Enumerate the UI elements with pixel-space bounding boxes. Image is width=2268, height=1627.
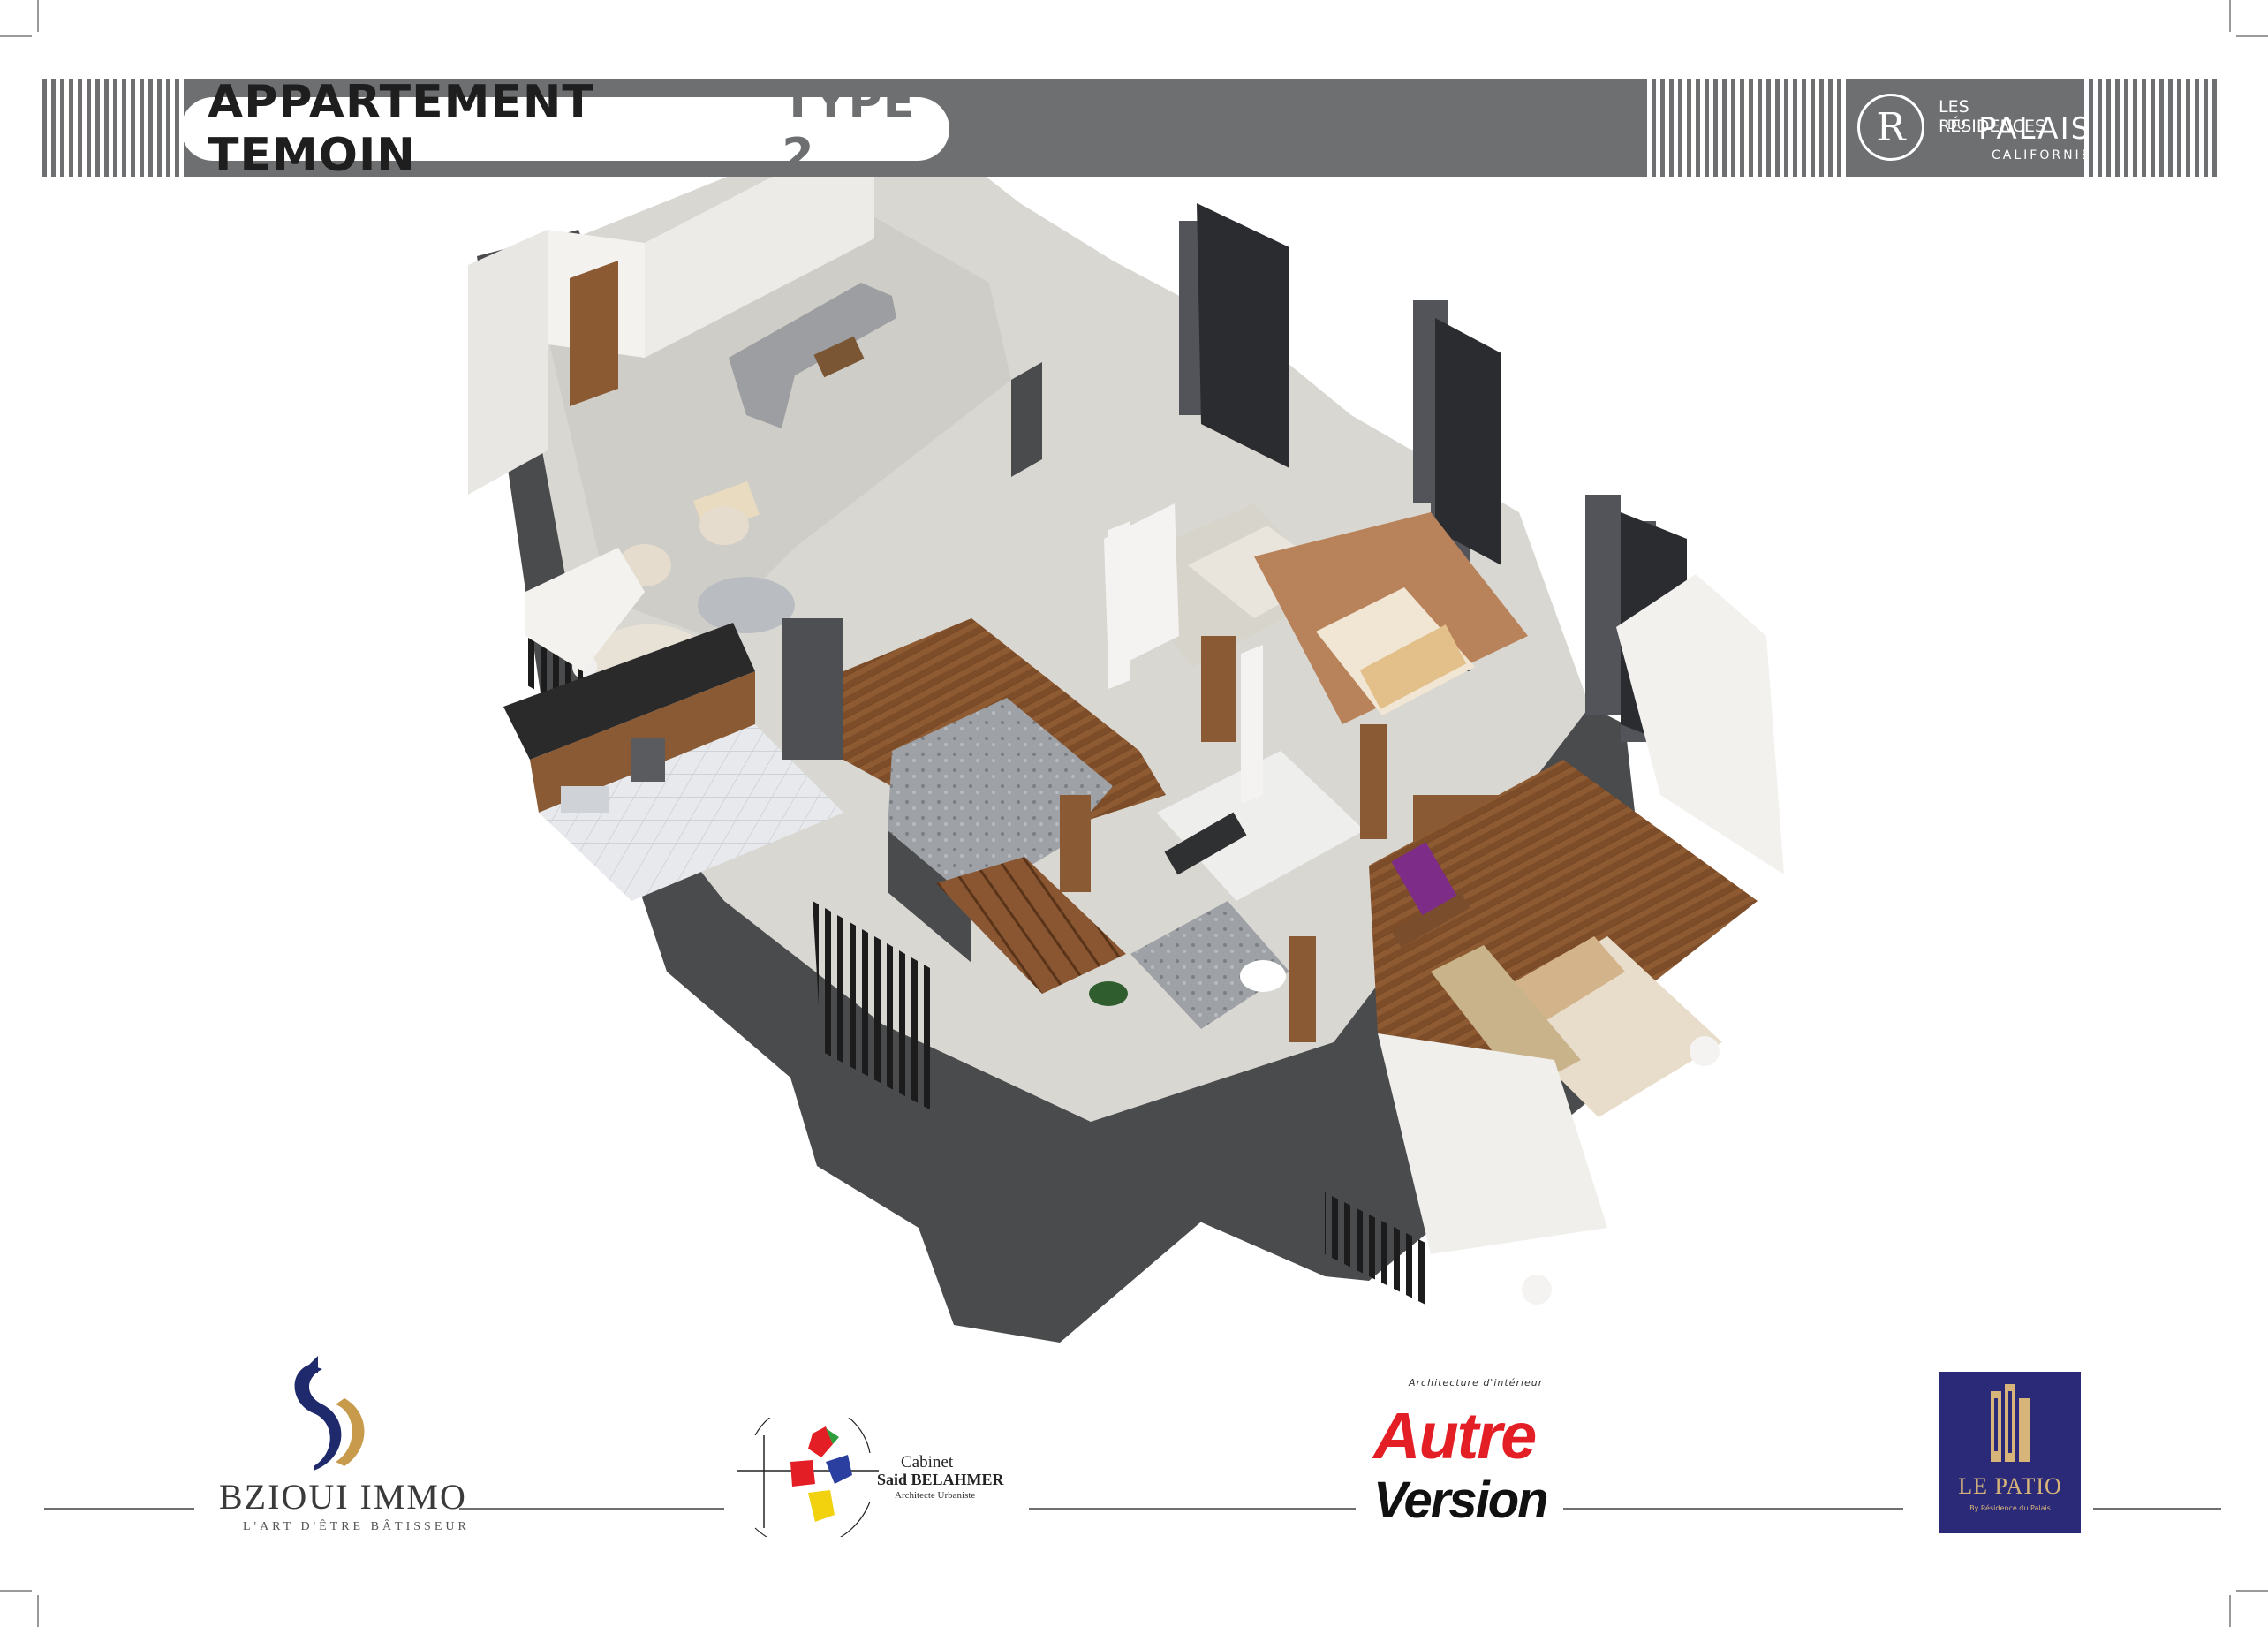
le-patio-name: LE PATIO [1958,1473,2062,1499]
living-wall [468,230,548,495]
master-rug [1431,945,1581,1091]
kitchen-floor [539,724,843,901]
rug [698,577,795,633]
crop-mark [2236,35,2268,37]
residences-line4: CALIFORNIE [1992,148,2092,163]
header-stripes [2080,79,2221,177]
sofa [729,283,896,428]
bedside-lamp [1690,1036,1720,1066]
cabinet-pinwheel-icon [737,1403,879,1548]
residences-line1: LES RÉSIDENCES [1939,97,2046,136]
tv-unit [1391,890,1470,949]
window [1197,203,1289,468]
residences-line3: PALAIS [1978,111,2092,147]
bed-2-blanket [1359,624,1467,709]
vanity [1164,812,1247,875]
shower-room [888,698,1113,901]
crop-mark [0,1590,32,1592]
bedroom-1-door [1201,636,1236,742]
footer-divider [1029,1508,1356,1510]
living-back-wall [645,177,874,358]
window [1435,318,1501,565]
cabinet-line3: Architecte Urbaniste [895,1490,976,1501]
master-wall [1616,574,1784,874]
header-stripes [42,79,188,177]
cabinet-line1: Cabinet [901,1453,954,1472]
le-patio-logo: LE PATIO By Résidence du Palais [1939,1372,2081,1533]
le-patio-sub: By Résidence du Palais [1969,1504,2051,1512]
balcony-railing [813,901,936,1113]
toilet [1240,960,1286,992]
autre-version-logo: Architecture d'intérieur Autre Version [1356,1373,1585,1537]
version-word: Version [1373,1472,1549,1529]
inner-wall [1108,521,1130,689]
bathroom-2-lower [1130,901,1289,1029]
curtain [1585,495,1621,715]
inner-wall [1011,362,1042,477]
residences-palais-logo: R LES RÉSIDENCES DU PALAIS CALIFORNIE [1850,85,2090,173]
bathroom-2-door [1289,936,1316,1042]
bathroom-2 [1157,751,1365,901]
le-patio-building-icon [1991,1384,2030,1462]
crop-mark [2236,1590,2268,1592]
crop-mark [2229,0,2231,32]
bzioui-name: BZIOUI IMMO [219,1477,467,1517]
bathroom-wall [888,830,971,963]
crop-mark [37,1595,39,1627]
crop-mark [37,0,39,32]
crop-mark [0,35,32,37]
residences-line2: DU [1947,118,1967,132]
crop-mark [2229,1595,2231,1627]
master-balcony-rail [1325,1192,1431,1307]
kitchen-counter [503,623,755,760]
tv [1391,842,1457,916]
page-title: APPARTEMENT TEMOIN TYPE 2 [181,76,949,182]
armchair [699,506,749,545]
master-balcony-floor [1378,1033,1607,1254]
autre-small-text: Architecture d'intérieur [1409,1377,1544,1389]
bzioui-s-icon [294,1356,365,1471]
footer-divider [44,1508,194,1510]
bath-door [1060,795,1091,892]
inner-wall [1241,645,1263,804]
kitchen-sink [561,786,609,813]
bedside-lamp [1522,1275,1552,1305]
autre-word: Autre [1373,1399,1537,1472]
fridge [782,618,843,760]
floor-plan-3d [468,177,1784,1343]
cabinet-belahmer-logo: Cabinet Said BELAHMER Architecte Urbanis… [737,1403,1038,1548]
footer-divider [1563,1508,1903,1510]
balcony-deck [936,857,1126,994]
header-stripes [1643,79,1846,177]
footer-divider [2093,1508,2221,1510]
footer-divider [459,1508,724,1510]
cabinet-line2: Said BELAHMER [877,1471,1004,1488]
entry-door [570,261,618,406]
residences-monogram-icon: R [1857,94,1924,161]
left-white-floor [525,548,645,671]
bzioui-immo-logo: BZIOUI IMMO L'ART D'ÊTRE BÂTISSEUR [203,1356,468,1541]
bedroom-2-door [1360,724,1387,839]
title-main: APPARTEMENT TEMOIN [208,76,594,182]
bzioui-tagline: L'ART D'ÊTRE BÂTISSEUR [243,1520,470,1533]
title-type: TYPE 2 [782,76,916,182]
coffee-table [813,336,865,378]
plant [1089,981,1128,1006]
oven [631,738,665,782]
